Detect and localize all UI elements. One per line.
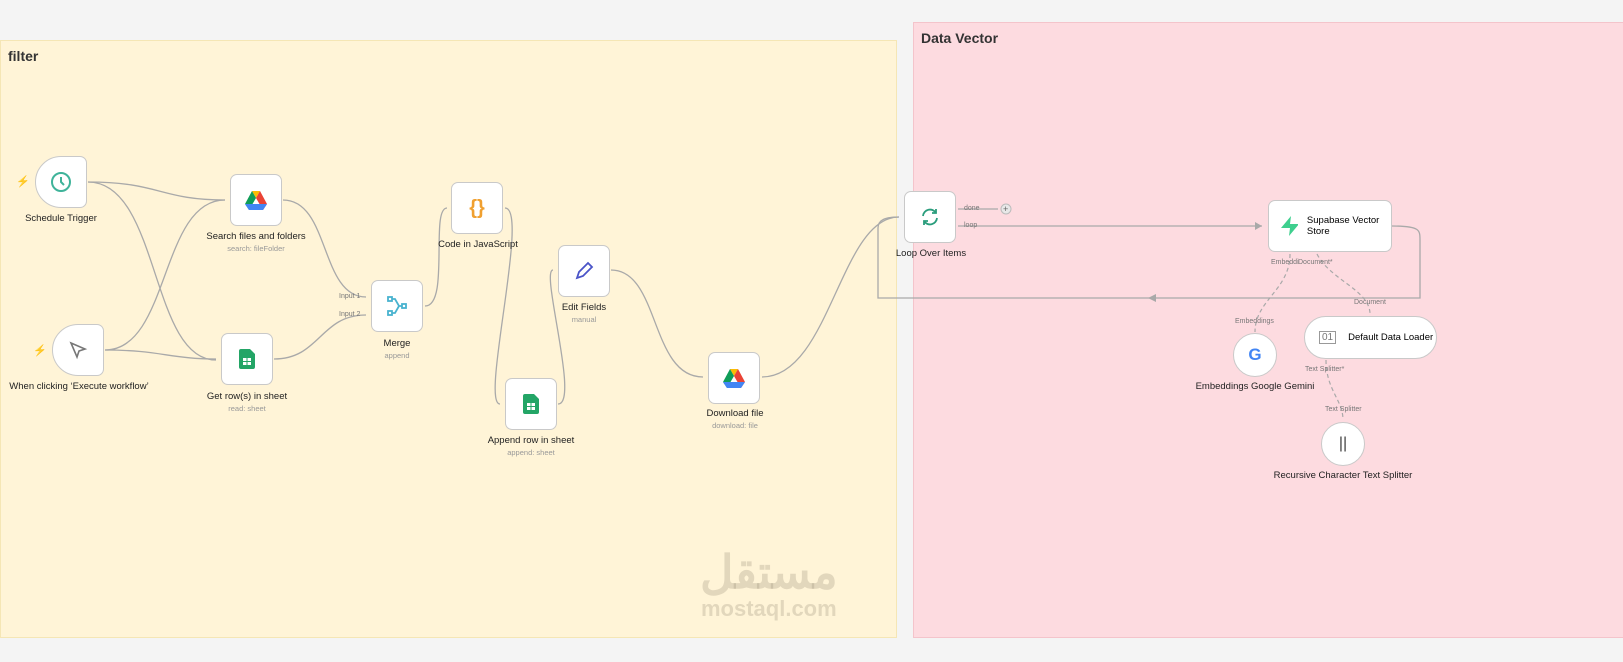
- node-label: When clicking ‘Execute workflow’: [9, 381, 149, 392]
- group-filter[interactable]: filter: [0, 40, 897, 638]
- node-label: Default Data Loader: [1348, 332, 1434, 343]
- port-label: Embeddings: [1235, 318, 1274, 325]
- node-recursive-text-splitter[interactable]: ||: [1321, 422, 1365, 466]
- group-title: Data Vector: [921, 30, 999, 46]
- node-label: Embeddings Google Gemini: [1195, 381, 1315, 392]
- port-label: Text Splitter: [1325, 406, 1362, 413]
- node-label: Get row(s) in sheet: [206, 391, 288, 402]
- clock-icon: [51, 172, 71, 192]
- node-merge[interactable]: [371, 280, 423, 332]
- node-loop-over-items[interactable]: [904, 191, 956, 243]
- binary-file-icon: 01: [1319, 331, 1337, 344]
- trigger-bolt-icon: ⚡: [16, 176, 30, 188]
- node-search-files[interactable]: [230, 174, 282, 226]
- trigger-bolt-icon: ⚡: [33, 345, 47, 357]
- group-data-vector[interactable]: Data Vector: [913, 22, 1623, 638]
- google-drive-icon: [723, 369, 745, 388]
- node-subtitle: append: [384, 351, 410, 360]
- node-subtitle: append: sheet: [507, 448, 555, 457]
- port-label: Document*: [1298, 259, 1333, 266]
- node-schedule-trigger[interactable]: [35, 156, 87, 208]
- port-label: done: [964, 205, 980, 212]
- node-download-file[interactable]: [708, 352, 760, 404]
- svg-text:+: +: [1003, 204, 1008, 214]
- cursor-icon: [69, 341, 88, 360]
- port-label: Text Splitter*: [1305, 366, 1345, 373]
- node-label: Download file: [706, 408, 764, 419]
- node-get-rows[interactable]: [221, 333, 273, 385]
- node-label: Supabase Vector Store: [1306, 215, 1380, 237]
- node-subtitle: search: fileFolder: [227, 244, 285, 253]
- node-default-data-loader[interactable]: 01 Default Data Loader: [1304, 316, 1437, 359]
- node-label: Search files and folders: [206, 231, 306, 242]
- node-subtitle: download: file: [712, 421, 758, 430]
- refresh-icon: [922, 208, 938, 226]
- merge-icon: [387, 296, 407, 316]
- node-subtitle: read: sheet: [228, 404, 266, 413]
- node-edit-fields[interactable]: [558, 245, 610, 297]
- node-embeddings-gemini[interactable]: G: [1233, 333, 1277, 377]
- node-label: Schedule Trigger: [25, 213, 97, 224]
- node-label: Recursive Character Text Splitter: [1273, 470, 1413, 481]
- port-label: Input 1: [339, 293, 361, 300]
- node-label: Merge: [383, 338, 411, 349]
- node-subtitle: manual: [571, 315, 597, 324]
- split-bars-icon: ||: [1338, 435, 1348, 452]
- port-label: Embeddi: [1271, 259, 1299, 266]
- code-braces-icon: {}: [469, 196, 485, 219]
- group-title: filter: [8, 48, 39, 64]
- node-label: Append row in sheet: [487, 435, 575, 446]
- node-append-row[interactable]: [505, 378, 557, 430]
- google-g-icon: G: [1248, 345, 1262, 364]
- node-label: Loop Over Items: [895, 248, 967, 259]
- port-label: Document: [1354, 299, 1386, 306]
- port-label: Input 2: [339, 311, 361, 318]
- node-manual-trigger[interactable]: [52, 324, 104, 376]
- google-drive-icon: [245, 191, 267, 210]
- google-sheets-icon: [523, 394, 539, 414]
- google-sheets-icon: [239, 349, 255, 369]
- supabase-icon: [1281, 216, 1298, 236]
- node-label: Code in JavaScript: [438, 239, 518, 250]
- node-supabase-vector-store[interactable]: Supabase Vector Store: [1268, 200, 1392, 252]
- node-code[interactable]: {}: [451, 182, 503, 234]
- pencil-icon: [575, 261, 594, 280]
- port-label: loop: [964, 222, 978, 229]
- node-label: Edit Fields: [561, 302, 607, 313]
